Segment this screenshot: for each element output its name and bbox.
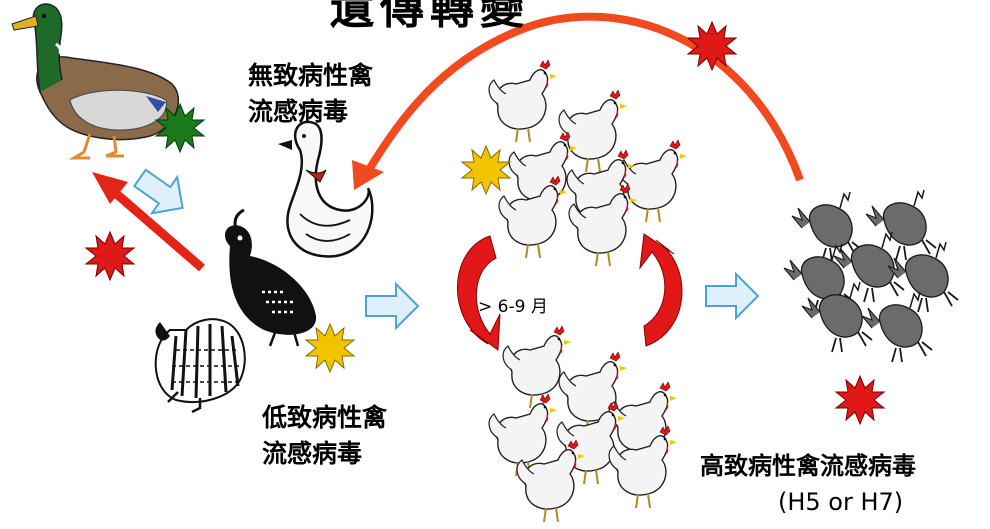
- non-pathogenic-label: 無致病性禽 流感病毒: [248, 58, 373, 130]
- lpai-to-flock-arrow: [365, 283, 419, 329]
- turkey-icon: [154, 318, 246, 414]
- non-pathogenic-line2: 流感病毒: [248, 97, 349, 126]
- goose-icon: [278, 120, 374, 258]
- cycle-arrow-left: [457, 235, 501, 351]
- virus-icon: [305, 323, 355, 373]
- diagram-title: 遺傳轉變: [330, 0, 530, 34]
- virus-icon: [85, 231, 135, 281]
- quail-icon: [225, 208, 317, 347]
- mutation-period-label: > 6-9 月: [478, 297, 548, 317]
- low-pathogenic-label: 低致病性禽 流感病毒: [262, 400, 387, 472]
- reverse-spread-arrow: [109, 186, 205, 272]
- cycle-arrow-right: [639, 233, 683, 347]
- virus-icon: [835, 375, 885, 425]
- feedback-arc-arrowhead: [352, 160, 384, 190]
- feedback-arc-arrow: [366, 12, 804, 182]
- flock-to-hpai-arrow: [705, 273, 759, 319]
- dead-chicken-flock-icon: [783, 189, 959, 363]
- duck-icon: [11, 3, 180, 160]
- low-pathogenic-line1: 低致病性禽: [262, 403, 388, 432]
- virus-icon: [461, 145, 511, 195]
- chicken-flock-lower-icon: [488, 325, 678, 523]
- high-pathogenic-subtypes: (H5 or H7): [778, 488, 904, 516]
- reverse-spread-arrowhead: [92, 172, 128, 204]
- high-pathogenic-label: 高致病性禽流感病毒: [700, 452, 916, 480]
- chicken-flock-icon: [488, 59, 688, 267]
- non-pathogenic-line1: 無致病性禽: [248, 61, 374, 90]
- low-pathogenic-line2: 流感病毒: [262, 439, 363, 468]
